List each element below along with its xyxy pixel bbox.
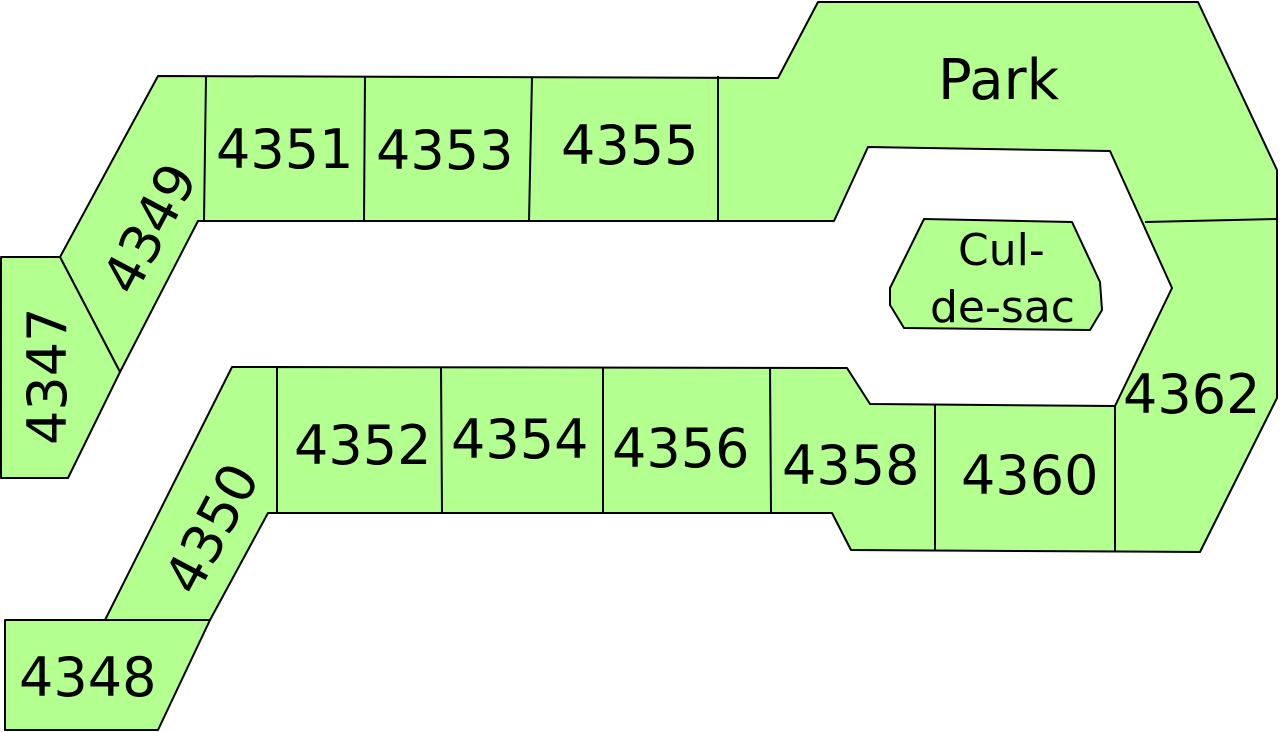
lot-4362-label: 4362 [1123,363,1260,426]
lot-4356-label: 4356 [612,417,749,480]
lot-4347-label: 4347 [16,308,79,445]
lot-4355-label: 4355 [561,114,698,177]
cul-de-sac-label-line1: Cul- [958,225,1045,276]
cul-de-sac-label-line2: de-sac [930,282,1075,333]
lot-4351-label: 4351 [216,118,353,181]
lot-4352-label: 4352 [294,414,431,477]
divider [363,76,366,222]
lot-4360-label: 4360 [961,444,1098,507]
divider [1144,218,1278,223]
lot-4347-shape [0,256,121,479]
divider [203,75,207,222]
lot-4348-shape [4,619,211,731]
park-label: Park [938,48,1060,113]
divider [769,366,772,514]
lot-4358-label: 4358 [782,434,919,497]
divider [440,366,443,514]
cul-de-sac-island [889,218,1103,331]
divider [528,76,533,222]
lot-4353-label: 4353 [376,119,513,182]
lot-4348-label: 4348 [19,646,156,709]
lot-4354-label: 4354 [451,408,588,471]
